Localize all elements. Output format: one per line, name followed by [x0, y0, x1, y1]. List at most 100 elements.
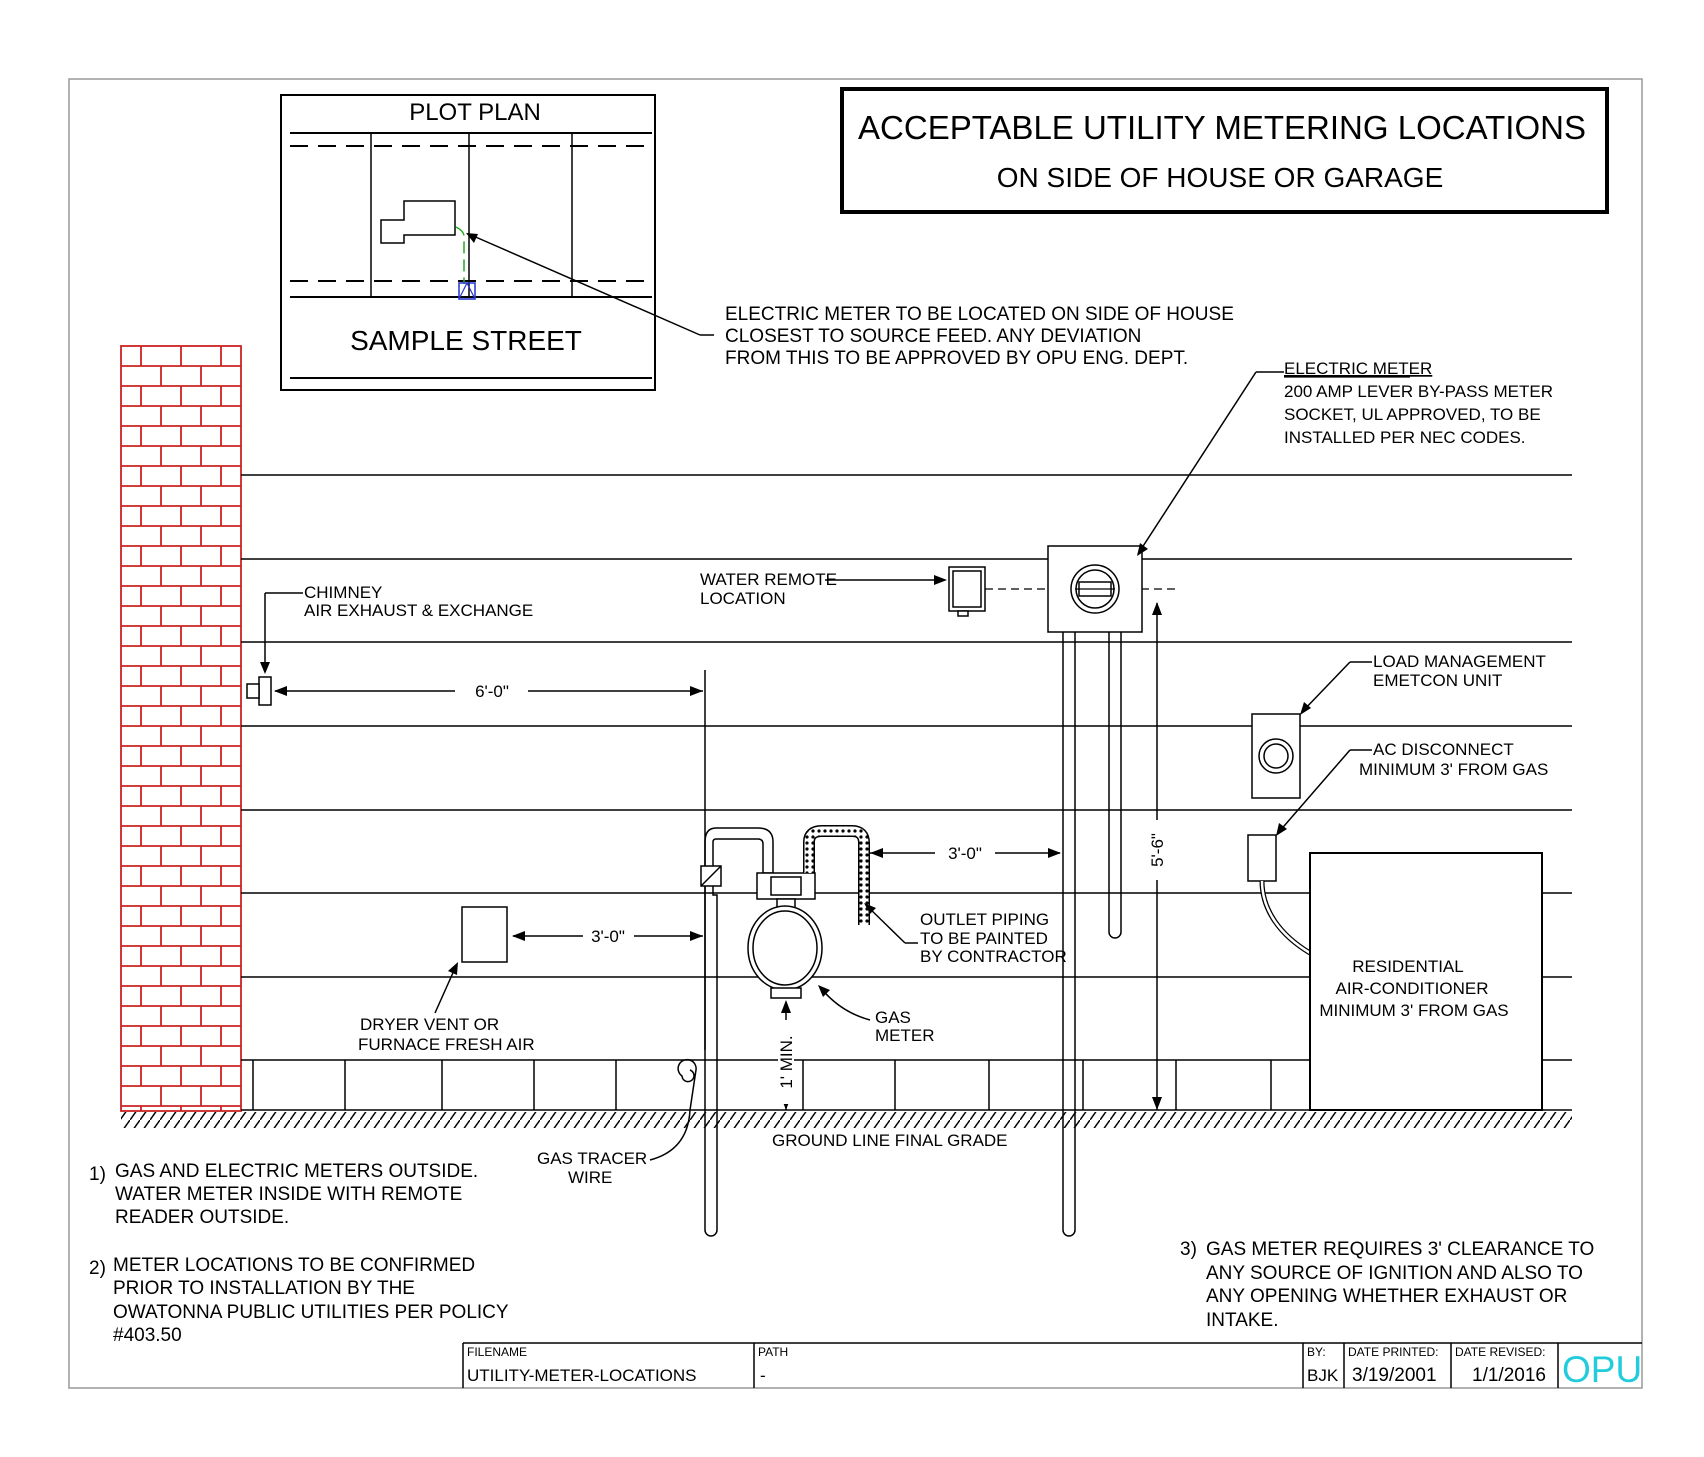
load-management-callout: LOAD MANAGEMENT EMETCON UNIT	[1373, 652, 1546, 690]
ac-disconnect-callout: AC DISCONNECT MINIMUM 3' FROM GAS	[1359, 740, 1548, 779]
dryer-vent-icon	[461, 906, 508, 963]
ac-whip	[1259, 880, 1312, 956]
gas-tracer-callout: GAS TRACER WIRE	[537, 1149, 647, 1187]
dryer-vent-callout: DRYER VENT OR FURNACE FRESH AIR	[358, 1015, 535, 1054]
title-block-text: FILENAME UTILITY-METER-LOCATIONS PATH - …	[467, 1345, 1642, 1390]
residential-ac-label: RESIDENTIAL AIR-CONDITIONER MINIMUM 3' F…	[1319, 957, 1508, 1020]
svg-text:3): 3)	[1180, 1239, 1197, 1260]
svg-text:GAS METER REQUIRES 3' CLEARANC: GAS METER REQUIRES 3' CLEARANCE TO	[1206, 1239, 1594, 1260]
title-box: ACCEPTABLE UTILITY METERING LOCATIONS ON…	[840, 87, 1609, 214]
by-value: BJK	[1307, 1366, 1339, 1385]
electric-location-note: ELECTRIC METER TO BE LOCATED ON SIDE OF …	[725, 304, 1234, 369]
svg-text:2): 2)	[89, 1258, 106, 1279]
svg-text:#403.50: #403.50	[113, 1325, 182, 1346]
svg-text:WATER REMOTE: WATER REMOTE	[700, 570, 837, 589]
svg-text:3'-0": 3'-0"	[591, 927, 625, 946]
plot-plan: PLOT PLAN SAMPLE STREET	[280, 94, 656, 391]
svg-text:5'-6": 5'-6"	[1148, 833, 1167, 867]
svg-text:OWATONNA PUBLIC UTILITIES PER: OWATONNA PUBLIC UTILITIES PER POLICY	[113, 1302, 509, 1323]
dim-gas-to-electric: 3'-0"	[870, 844, 1061, 863]
svg-text:PATH: PATH	[758, 1345, 788, 1359]
svg-text:LOCATION: LOCATION	[700, 589, 786, 608]
water-remote-callout: WATER REMOTE LOCATION	[700, 570, 837, 608]
svg-text:GAS TRACER: GAS TRACER	[537, 1149, 647, 1168]
dim-dryer-to-gas: 3'-0"	[512, 927, 703, 946]
svg-text:ANY SOURCE OF IGNITION AND ALS: ANY SOURCE OF IGNITION AND ALSO TO	[1206, 1263, 1583, 1284]
svg-text:INSTALLED PER NEC CODES.: INSTALLED PER NEC CODES.	[1284, 428, 1526, 447]
tracer-wire	[649, 1058, 697, 1161]
house-outline-icon	[380, 200, 456, 244]
gas-meter-callout: GAS METER	[875, 1008, 935, 1045]
dim-meter-height: 5'-6"	[1148, 602, 1167, 1110]
electric-meter	[1047, 545, 1143, 633]
outlet-piping-callout: OUTLET PIPING TO BE PAINTED BY CONTRACTO…	[920, 910, 1067, 966]
svg-text:OUTLET PIPING: OUTLET PIPING	[920, 910, 1049, 929]
electric-meter-callout: ELECTRIC METER 200 AMP LEVER BY-PASS MET…	[1284, 359, 1553, 447]
svg-text:METER: METER	[875, 1026, 935, 1045]
svg-text:TO BE PAINTED: TO BE PAINTED	[920, 929, 1048, 948]
svg-text:FROM THIS TO BE APPROVED BY OP: FROM THIS TO BE APPROVED BY OPU ENG. DEP…	[725, 348, 1188, 369]
svg-text:DATE REVISED:: DATE REVISED:	[1455, 1345, 1545, 1359]
printed-value: 3/19/2001	[1352, 1365, 1437, 1386]
svg-text:FILENAME: FILENAME	[467, 1345, 527, 1359]
svg-text:6'-0": 6'-0"	[475, 682, 509, 701]
svg-text:DATE PRINTED:: DATE PRINTED:	[1348, 1345, 1438, 1359]
note-3: 3) GAS METER REQUIRES 3' CLEARANCE TO AN…	[1180, 1239, 1594, 1331]
svg-text:METER LOCATIONS TO BE CONFIRME: METER LOCATIONS TO BE CONFIRMED	[113, 1255, 475, 1276]
residential-ac-unit	[1309, 852, 1543, 1111]
svg-text:SOCKET, UL APPROVED, TO BE: SOCKET, UL APPROVED, TO BE	[1284, 405, 1541, 424]
chimney-callout: CHIMNEY AIR EXHAUST & EXCHANGE	[304, 583, 533, 620]
svg-text:200 AMP LEVER BY-PASS METER: 200 AMP LEVER BY-PASS METER	[1284, 382, 1553, 401]
svg-text:PRIOR TO INSTALLATION BY THE: PRIOR TO INSTALLATION BY THE	[113, 1278, 415, 1299]
svg-text:ELECTRIC METER TO BE LOCATED O: ELECTRIC METER TO BE LOCATED ON SIDE OF …	[725, 304, 1234, 325]
svg-text:RESIDENTIAL: RESIDENTIAL	[1352, 957, 1463, 976]
svg-text:LOAD MANAGEMENT: LOAD MANAGEMENT	[1373, 652, 1546, 671]
gas-inlet-pipe	[704, 827, 774, 1237]
ground-line-label: GROUND LINE FINAL GRADE	[772, 1131, 1008, 1150]
svg-text:EMETCON UNIT: EMETCON UNIT	[1373, 671, 1502, 690]
svg-text:CHIMNEY: CHIMNEY	[304, 583, 382, 602]
svg-text:MINIMUM 3' FROM GAS: MINIMUM 3' FROM GAS	[1359, 760, 1548, 779]
title-main: ACCEPTABLE UTILITY METERING LOCATIONS	[858, 109, 1586, 146]
svg-text:INTAKE.: INTAKE.	[1206, 1310, 1279, 1331]
shutoff-valve-icon	[700, 865, 722, 887]
title-block	[462, 1342, 1642, 1388]
filename-value: UTILITY-METER-LOCATIONS	[467, 1366, 697, 1385]
svg-text:WATER METER INSIDE WITH REMOTE: WATER METER INSIDE WITH REMOTE	[115, 1184, 462, 1205]
svg-text:AC DISCONNECT: AC DISCONNECT	[1373, 740, 1514, 759]
chimney-exhaust-icon	[246, 676, 272, 706]
outlet-piping	[803, 825, 870, 925]
dim-chimney-to-gas: 6'-0"	[274, 670, 706, 1050]
svg-text:GAS AND ELECTRIC METERS OUTSID: GAS AND ELECTRIC METERS OUTSIDE.	[115, 1161, 478, 1182]
note-1: 1) GAS AND ELECTRIC METERS OUTSIDE. WATE…	[89, 1161, 478, 1228]
service-line	[455, 226, 466, 284]
path-value: -	[760, 1366, 766, 1385]
title-sub: ON SIDE OF HOUSE OR GARAGE	[997, 162, 1444, 193]
street-label: SAMPLE STREET	[350, 325, 582, 356]
electric-conduit	[1062, 632, 1122, 1237]
ac-disconnect	[1247, 834, 1277, 882]
svg-text:AIR EXHAUST & EXCHANGE: AIR EXHAUST & EXCHANGE	[304, 601, 533, 620]
ground-hatch	[121, 1112, 1572, 1128]
svg-text:3'-0": 3'-0"	[948, 844, 982, 863]
revised-value: 1/1/2016	[1472, 1365, 1546, 1386]
load-management-unit	[1251, 713, 1301, 799]
note-2: 2) METER LOCATIONS TO BE CONFIRMED PRIOR…	[89, 1255, 509, 1346]
svg-text:GAS: GAS	[875, 1008, 911, 1027]
svg-text:BY CONTRACTOR: BY CONTRACTOR	[920, 947, 1067, 966]
svg-text:ELECTRIC METER: ELECTRIC METER	[1284, 359, 1432, 378]
svg-text:ANY OPENING WHETHER EXHAUST OR: ANY OPENING WHETHER EXHAUST OR	[1206, 1286, 1567, 1307]
dim-gas-min-height: 1' MIN.	[777, 1000, 796, 1110]
water-remote-icon	[948, 566, 986, 617]
svg-text:READER OUTSIDE.: READER OUTSIDE.	[115, 1207, 289, 1228]
svg-text:DRYER VENT OR: DRYER VENT OR	[360, 1015, 499, 1034]
drawing-border	[68, 78, 1643, 1389]
svg-text:BY:: BY:	[1307, 1345, 1326, 1359]
svg-text:MINIMUM 3' FROM GAS: MINIMUM 3' FROM GAS	[1319, 1001, 1508, 1020]
svg-text:1' MIN.: 1' MIN.	[777, 1035, 796, 1088]
svg-text:AIR-CONDITIONER: AIR-CONDITIONER	[1336, 979, 1489, 998]
svg-text:CLOSEST TO SOURCE FEED. ANY D: CLOSEST TO SOURCE FEED. ANY DEVIATION	[725, 326, 1141, 347]
plot-plan-title: PLOT PLAN	[409, 99, 541, 126]
opu-logo: OPU	[1562, 1349, 1642, 1390]
gas-meter	[747, 872, 823, 999]
